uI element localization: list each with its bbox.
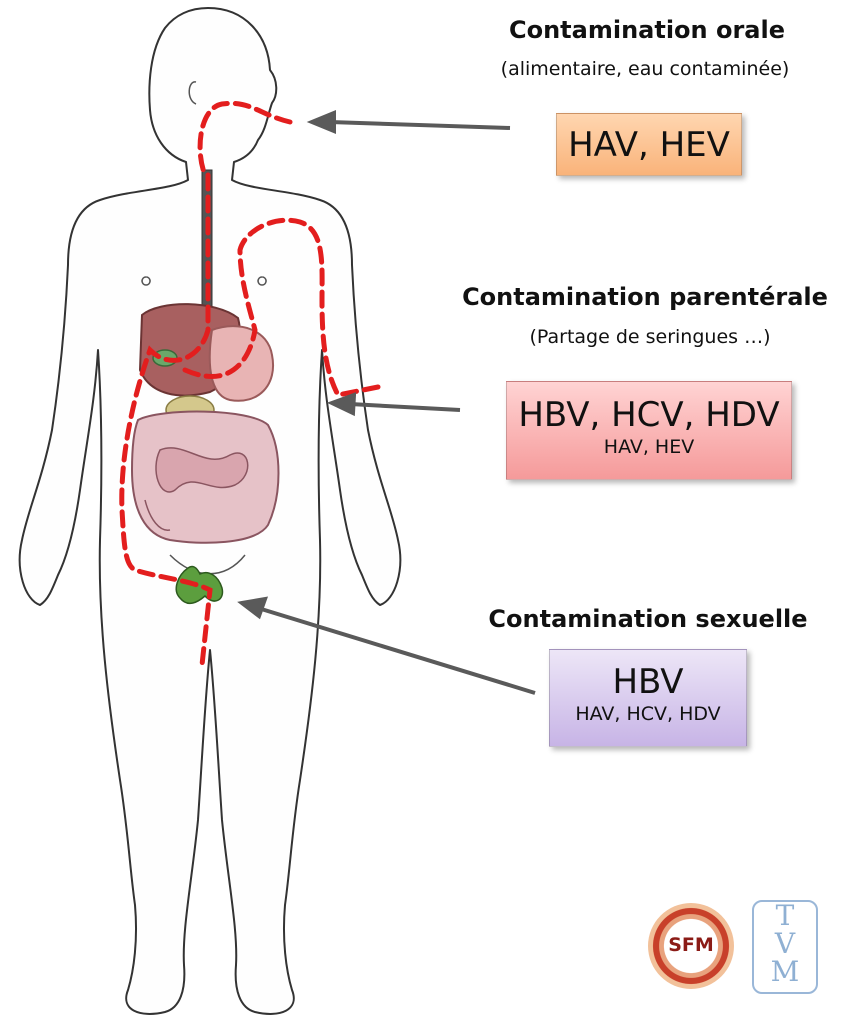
tvm-logo-letter: V [774, 927, 796, 960]
arrow-head [326, 392, 357, 417]
arrows [237, 110, 536, 695]
sfm-logo-text: SFM [668, 934, 714, 956]
sexual-virus-minor: HAV, HCV, HDV [575, 703, 721, 725]
oral-virus-box: HAV, HEV [556, 113, 742, 176]
sfm-logo: SFM [648, 903, 734, 989]
sexual-virus-main: HBV [612, 662, 684, 702]
parenteral-virus-minor: HAV, HEV [603, 436, 695, 458]
arrow-icon [329, 120, 511, 130]
oral-route-title: Contamination orale [508, 16, 786, 44]
oral-virus-main: HAV, HEV [568, 125, 730, 165]
sexual-route-title: Contamination sexuelle [488, 605, 808, 633]
tvm-logo-letter: M [770, 955, 800, 988]
digestive-organs [130, 169, 280, 605]
sexual-virus-box: HBV HAV, HCV, HDV [549, 649, 747, 747]
parenteral-route-title: Contamination parentérale [462, 283, 828, 311]
oral-route-subtitle: (alimentaire, eau contaminée) [500, 58, 790, 80]
tvm-logo-letter: T [775, 899, 795, 932]
arrow-icon [257, 606, 536, 695]
contamination-route-line [119, 100, 381, 668]
arrow-head [237, 596, 269, 620]
parenteral-virus-box: HBV, HCV, HDV HAV, HEV [506, 381, 792, 480]
parenteral-virus-main: HBV, HCV, HDV [518, 395, 780, 435]
parenteral-route-subtitle: (Partage de seringues …) [529, 326, 771, 348]
arrow-icon [349, 402, 461, 412]
arrow-head [306, 110, 336, 134]
tvm-logo: T V M [752, 900, 818, 994]
